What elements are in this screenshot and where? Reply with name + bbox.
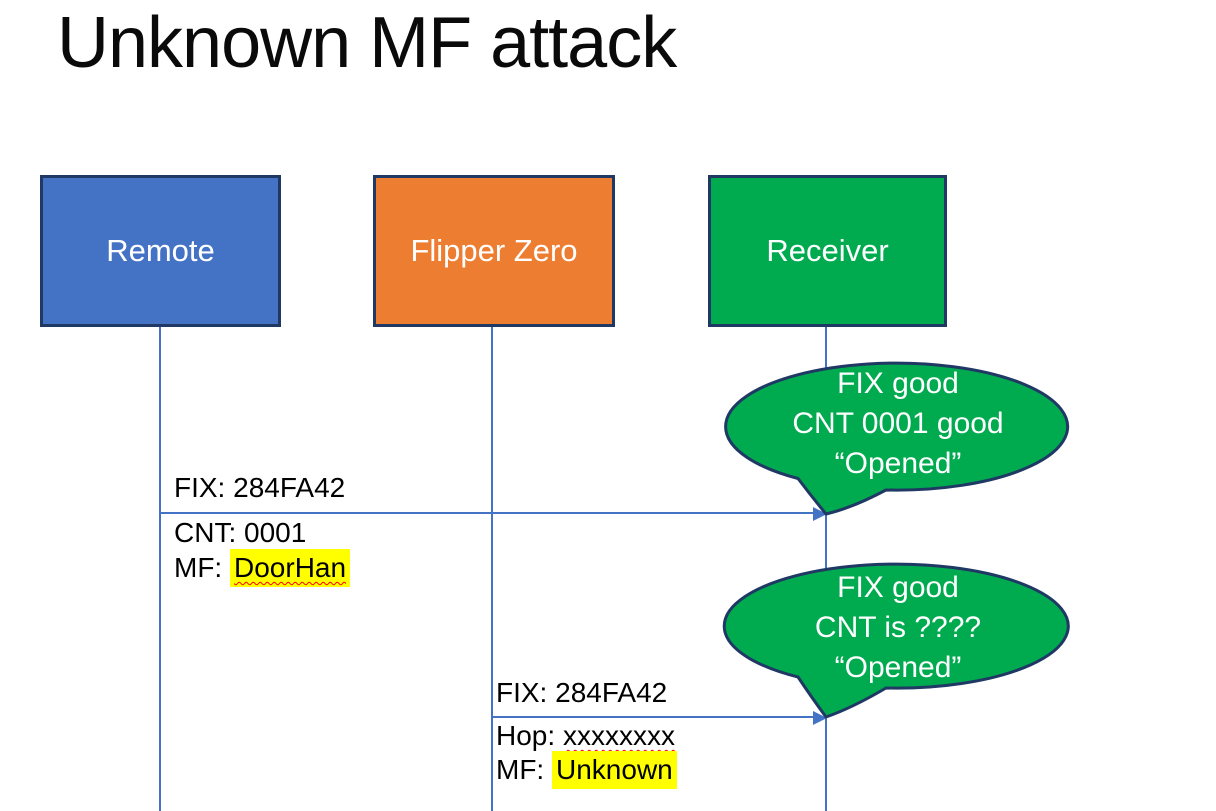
message1-mf-label: MF: DoorHan — [174, 549, 351, 587]
message1-cnt-label: CNT: 0001 — [174, 516, 306, 550]
speech-bubble-1-shape — [724, 361, 1070, 516]
bubble2-line1: FIX good — [837, 571, 959, 604]
message1-mf-value-highlighted: DoorHan — [230, 549, 351, 587]
slide-title: Unknown MF attack — [57, 3, 677, 83]
message2-mf-label: MF: Unknown — [496, 751, 677, 789]
bubble2-line3: “Opened” — [834, 651, 962, 684]
bubble1-line1: FIX good — [837, 367, 959, 400]
lifeline-flipper-zero — [491, 327, 493, 811]
speech-bubble-2 — [722, 562, 1070, 719]
actor-box-receiver: Receiver — [708, 175, 947, 327]
message1-fix-label: FIX: 284FA42 — [174, 472, 346, 503]
bubble1-line3: “Opened” — [834, 447, 962, 480]
speech-bubble-2-shape — [722, 562, 1070, 719]
actor-label-receiver: Receiver — [766, 233, 889, 268]
speech-bubble-2-text: FIX good CNT is ???? “Opened” — [730, 568, 1066, 688]
message2-fix-label: FIX: 284FA42 — [496, 677, 668, 708]
lifeline-remote — [159, 327, 161, 811]
bubble2-line2: CNT is ???? — [814, 611, 982, 644]
speech-bubble-1-text: FIX good CNT 0001 good “Opened” — [730, 364, 1066, 484]
message2-arrow-line — [492, 716, 814, 718]
actor-box-flipper-zero: Flipper Zero — [373, 175, 615, 327]
actor-box-remote: Remote — [40, 175, 281, 327]
bubble1-line2: CNT 0001 good — [792, 407, 1004, 440]
message2-hop-prefix: Hop: — [496, 720, 563, 751]
speech-bubble-1 — [724, 361, 1070, 516]
message1-mf-prefix: MF: — [174, 552, 230, 583]
message2-hop-label: Hop: xxxxxxxx — [496, 719, 675, 753]
actor-label-flipper-zero: Flipper Zero — [410, 233, 578, 268]
actor-label-remote: Remote — [106, 233, 215, 268]
message1-arrow-line — [160, 512, 814, 514]
message1-cnt-prefix: CNT: — [174, 517, 244, 548]
message2-mf-value-highlighted: Unknown — [552, 751, 677, 789]
message1-cnt-value: 0001 — [244, 517, 307, 548]
message2-hop-value: xxxxxxxx — [562, 720, 675, 751]
message2-mf-prefix: MF: — [496, 754, 552, 785]
